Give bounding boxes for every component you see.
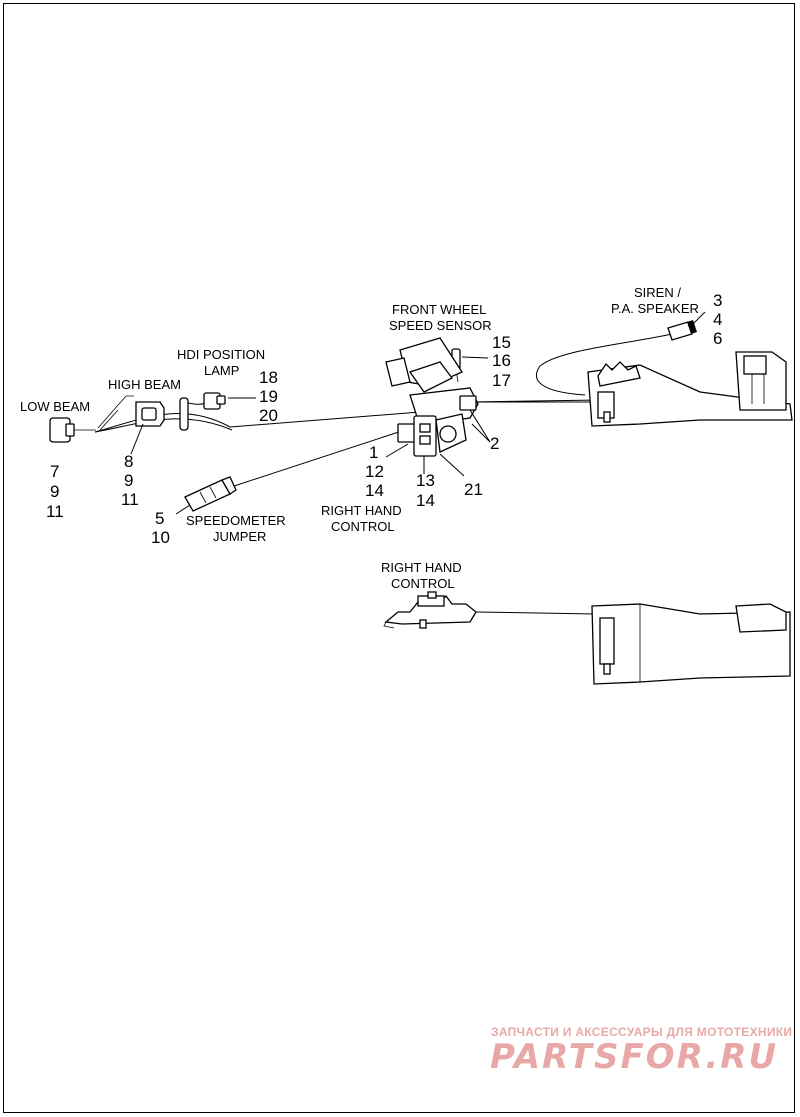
hdi-position-lamp-connector[interactable] bbox=[203, 392, 226, 410]
siren-label-line1: SIREN / bbox=[634, 285, 681, 300]
main-harness-wire bbox=[94, 401, 600, 433]
callout-siren-1: 3 bbox=[713, 291, 722, 310]
callout-high-beam-2: 9 bbox=[124, 471, 133, 490]
callout-rhc-left-1: 1 bbox=[369, 443, 378, 462]
diagram-border bbox=[3, 3, 795, 1113]
speedometer-wire bbox=[227, 424, 421, 489]
callout-rhc-mid-2: 14 bbox=[416, 491, 435, 510]
high-beam-connector[interactable] bbox=[97, 395, 189, 431]
handlebar-upper bbox=[587, 351, 793, 427]
callout-rhc-left-3: 14 bbox=[365, 481, 384, 500]
callout-high-beam-1: 8 bbox=[124, 452, 133, 471]
callout-front-wheel-1: 15 bbox=[492, 333, 511, 352]
siren-speaker-connector[interactable] bbox=[667, 320, 697, 341]
callout-siren-2: 4 bbox=[713, 310, 722, 329]
callout-low-beam-3: 11 bbox=[46, 502, 64, 521]
front-wheel-label-line2: SPEED SENSOR bbox=[389, 318, 492, 333]
speedometer-label-line1: SPEEDOMETER bbox=[186, 513, 286, 528]
callout-hdi-3: 20 bbox=[259, 406, 278, 425]
callout-hdi-1: 18 bbox=[259, 368, 278, 387]
leader-lines bbox=[130, 311, 706, 515]
callout-front-wheel-3: 17 bbox=[492, 371, 511, 390]
hdi-label-line2: LAMP bbox=[204, 363, 239, 378]
right-hand-control-upper[interactable] bbox=[385, 337, 479, 457]
callout-siren-3: 6 bbox=[713, 329, 722, 348]
low-beam-connector[interactable] bbox=[49, 417, 96, 443]
rhc-lower-label-line2: CONTROL bbox=[391, 576, 455, 591]
high-beam-label: HIGH BEAM bbox=[108, 377, 181, 392]
callout-rhc-right: 21 bbox=[464, 480, 483, 499]
callout-rhc-mid-1: 13 bbox=[416, 471, 435, 490]
callout-connector-2: 2 bbox=[490, 434, 499, 453]
lower-control-wire bbox=[475, 611, 597, 615]
hdi-label-line1: HDI POSITION bbox=[177, 347, 265, 362]
callout-front-wheel-2: 16 bbox=[492, 351, 511, 370]
callout-speedometer-2: 10 bbox=[151, 528, 170, 547]
siren-label-line2: P.A. SPEAKER bbox=[611, 301, 699, 316]
callout-speedometer-1: 5 bbox=[155, 509, 164, 528]
wire-to-rhc-top bbox=[469, 399, 601, 403]
callout-low-beam-1: 7 bbox=[50, 462, 59, 481]
callout-high-beam-3: 11 bbox=[121, 490, 139, 509]
siren-wire bbox=[535, 333, 673, 396]
rhc-upper-label-line1: RIGHT HAND bbox=[321, 503, 402, 518]
callout-hdi-2: 19 bbox=[259, 387, 278, 406]
speedometer-jumper-connector[interactable] bbox=[184, 476, 237, 512]
rhc-lower-label-line1: RIGHT HAND bbox=[381, 560, 462, 575]
speedometer-label-line2: JUMPER bbox=[213, 529, 266, 544]
rhc-upper-label-line2: CONTROL bbox=[331, 519, 395, 534]
watermark-logo: PARTSFOR.RU bbox=[490, 1037, 778, 1077]
callout-rhc-left-2: 12 bbox=[365, 462, 384, 481]
watermark-tagline: ЗАПЧАСТИ И АКСЕССУАРЫ ДЛЯ МОТОТЕХНИКИ bbox=[491, 1025, 792, 1039]
front-wheel-label-line1: FRONT WHEEL bbox=[392, 302, 486, 317]
callout-low-beam-2: 9 bbox=[50, 482, 59, 501]
low-beam-label: LOW BEAM bbox=[20, 399, 90, 414]
handlebar-lower bbox=[591, 603, 791, 685]
right-hand-control-lower[interactable] bbox=[383, 591, 477, 629]
